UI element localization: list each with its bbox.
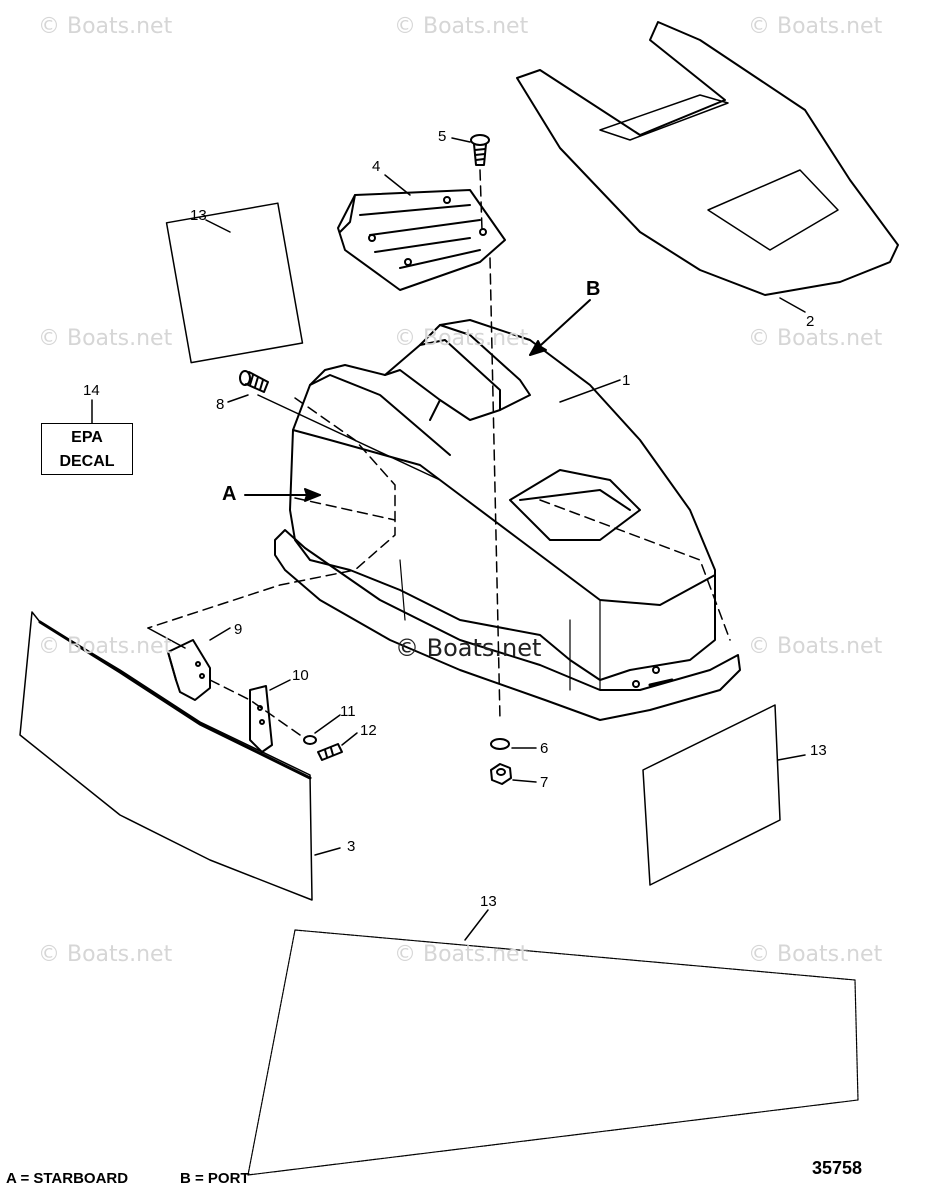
figure-number: 35758 — [812, 1158, 863, 1178]
legend-starboard: A = STARBOARD — [6, 1170, 129, 1187]
watermark: © Boats.net — [38, 942, 173, 967]
callout-part-13-right: 13 — [810, 742, 827, 759]
leader-lines — [91, 137, 806, 941]
top-cowl-decal — [516, 21, 899, 296]
callout-part-13-top: 13 — [190, 207, 207, 224]
callout-part-7: 7 — [540, 774, 549, 791]
callout-part-11: 11 — [340, 703, 356, 720]
epa-decal-box: EPA DECAL — [41, 423, 133, 475]
callout-part-8: 8 — [216, 396, 225, 413]
label-b: B — [586, 278, 601, 300]
callout-part-4: 4 — [372, 158, 381, 175]
watermark: © Boats.net — [394, 14, 529, 39]
callout-part-13-bottom: 13 — [480, 893, 497, 910]
side-decal-upper-left — [165, 202, 304, 364]
screw-part-12 — [317, 743, 343, 761]
callout-part-9: 9 — [234, 621, 243, 638]
bracket-part-9 — [167, 639, 211, 701]
nut-part-7 — [490, 763, 512, 785]
watermark: © Boats.net — [394, 326, 529, 351]
side-decal-right — [642, 704, 781, 886]
watermark: © Boats.net — [38, 14, 173, 39]
watermark: © Boats.net — [748, 942, 883, 967]
direction-arrows — [244, 299, 591, 502]
cover-plate — [337, 189, 506, 291]
callout-part-6: 6 — [540, 740, 549, 757]
epa-decal-line2: DECAL — [59, 453, 115, 470]
bolt-part-8 — [239, 370, 269, 393]
watermark: © Boats.net — [394, 942, 529, 967]
washer-part-11 — [303, 735, 317, 745]
watermark: © Boats.net — [748, 14, 883, 39]
watermark: © Boats.net — [38, 634, 173, 659]
side-decal-bottom — [247, 929, 859, 1176]
top-cowl — [274, 319, 741, 721]
label-a: A — [222, 483, 237, 505]
watermark: © Boats.net — [748, 326, 883, 351]
watermark: © Boats.net — [748, 634, 883, 659]
callout-part-3: 3 — [347, 838, 356, 855]
watermark: © Boats.net — [38, 326, 173, 351]
callout-part-10: 10 — [292, 667, 309, 684]
screw-part-5 — [470, 134, 490, 166]
bracket-part-10 — [249, 685, 273, 753]
watermark-center: © Boats.net — [395, 634, 542, 662]
epa-decal-line1: EPA — [71, 429, 103, 446]
callout-part-1: 1 — [622, 372, 631, 389]
callout-part-5: 5 — [438, 128, 447, 145]
callout-part-14: 14 — [83, 382, 100, 399]
legend-port: B = PORT — [180, 1170, 250, 1187]
callout-part-2: 2 — [806, 313, 815, 330]
washer-part-6 — [490, 738, 510, 750]
callout-part-12: 12 — [360, 722, 377, 739]
